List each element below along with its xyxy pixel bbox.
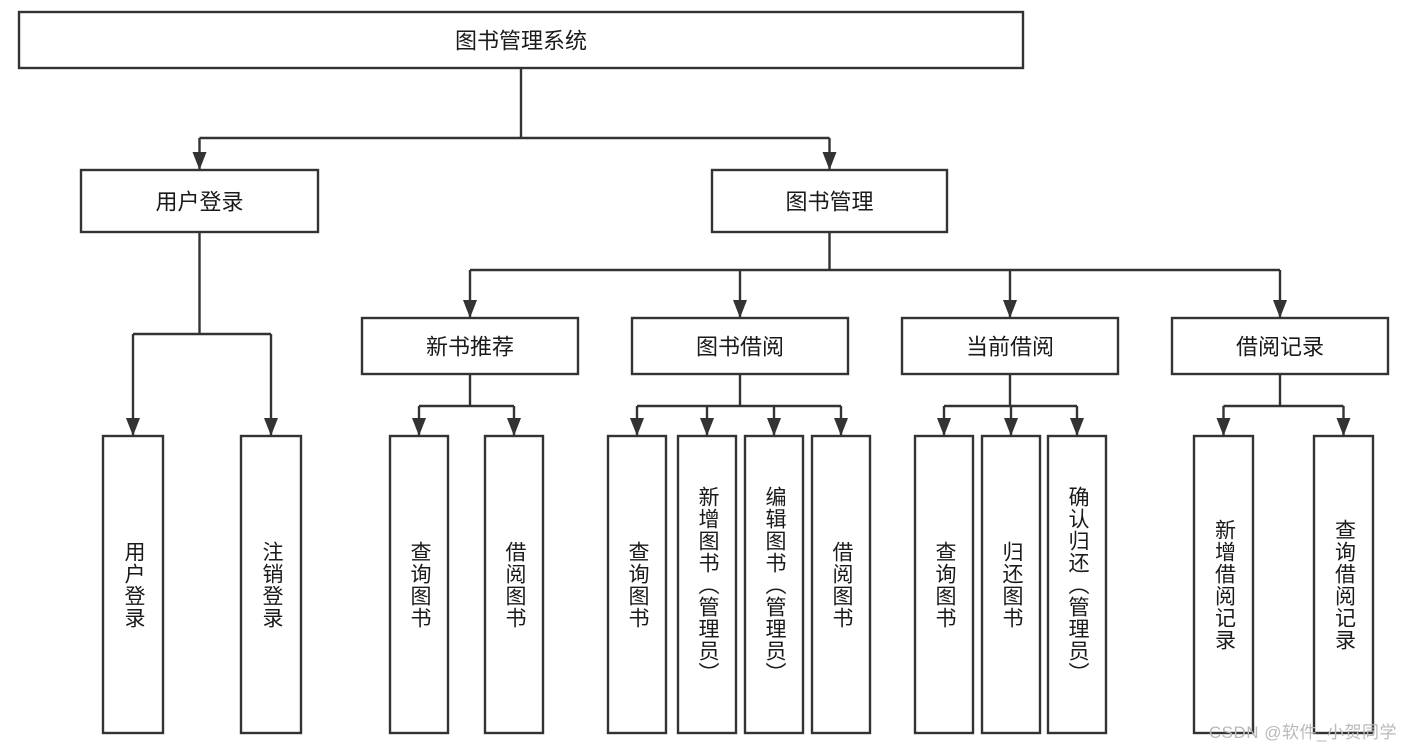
node-box-leaf-add-borrow-record[interactable] <box>1192 434 1255 735</box>
node-box-leaf-query-book-borrow[interactable] <box>606 434 668 735</box>
node-box-layer <box>17 10 1390 735</box>
arrow-head-icon <box>1004 418 1018 436</box>
node-box-current-borrow[interactable] <box>900 316 1120 376</box>
node-box-leaf-borrow-book[interactable] <box>810 434 872 735</box>
arrow-head-icon <box>1003 300 1017 318</box>
arrow-head-icon <box>126 418 140 436</box>
arrow-head-icon <box>264 418 278 436</box>
node-label-current-borrow: 当前借阅 <box>966 335 1054 360</box>
arrow-head-icon <box>1273 300 1287 318</box>
node-box-leaf-query-book-new[interactable] <box>388 434 450 735</box>
node-box-leaf-logout-login[interactable] <box>239 434 303 735</box>
node-label-book-borrow: 图书借阅 <box>696 335 784 360</box>
watermark: CSDN @软件_小贺同学 <box>1208 723 1397 742</box>
node-label-new-book-recommend: 新书推荐 <box>426 335 514 360</box>
arrow-head-icon <box>630 418 644 436</box>
node-label-root: 图书管理系统 <box>455 29 587 54</box>
node-box-leaf-edit-book[interactable] <box>743 434 805 735</box>
arrow-head-icon <box>937 418 951 436</box>
node-box-borrow-record[interactable] <box>1170 316 1390 376</box>
node-box-leaf-query-borrow-record[interactable] <box>1312 434 1375 735</box>
node-box-new-book-recommend[interactable] <box>360 316 580 376</box>
node-box-leaf-confirm-return[interactable] <box>1046 434 1108 735</box>
node-box-leaf-user-login[interactable] <box>101 434 165 735</box>
arrow-head-icon <box>767 418 781 436</box>
arrow-head-icon <box>733 300 747 318</box>
node-label-user-login: 用户登录 <box>155 190 243 215</box>
node-label-book-manage: 图书管理 <box>785 190 873 215</box>
node-box-leaf-add-book[interactable] <box>676 434 738 735</box>
node-box-leaf-return-book[interactable] <box>980 434 1042 735</box>
arrow-head-icon <box>507 418 521 436</box>
node-box-book-manage[interactable] <box>710 168 949 234</box>
node-box-leaf-borrow-book-new[interactable] <box>483 434 545 735</box>
arrow-head-icon <box>1070 418 1084 436</box>
arrow-head-icon <box>1336 418 1351 436</box>
arrow-head-icon <box>192 152 207 170</box>
node-label-borrow-record: 借阅记录 <box>1236 335 1324 360</box>
arrow-head-icon <box>834 418 848 436</box>
arrow-head-icon <box>700 418 714 436</box>
arrow-head-icon <box>1216 418 1231 436</box>
connector-layer <box>126 68 1351 436</box>
node-box-user-login[interactable] <box>79 168 320 234</box>
arrow-head-icon <box>822 152 837 170</box>
node-box-leaf-query-book-current[interactable] <box>913 434 975 735</box>
arrow-head-icon <box>463 300 477 318</box>
arrow-head-icon <box>412 418 426 436</box>
node-box-book-borrow[interactable] <box>630 316 850 376</box>
node-box-root[interactable] <box>17 10 1025 70</box>
